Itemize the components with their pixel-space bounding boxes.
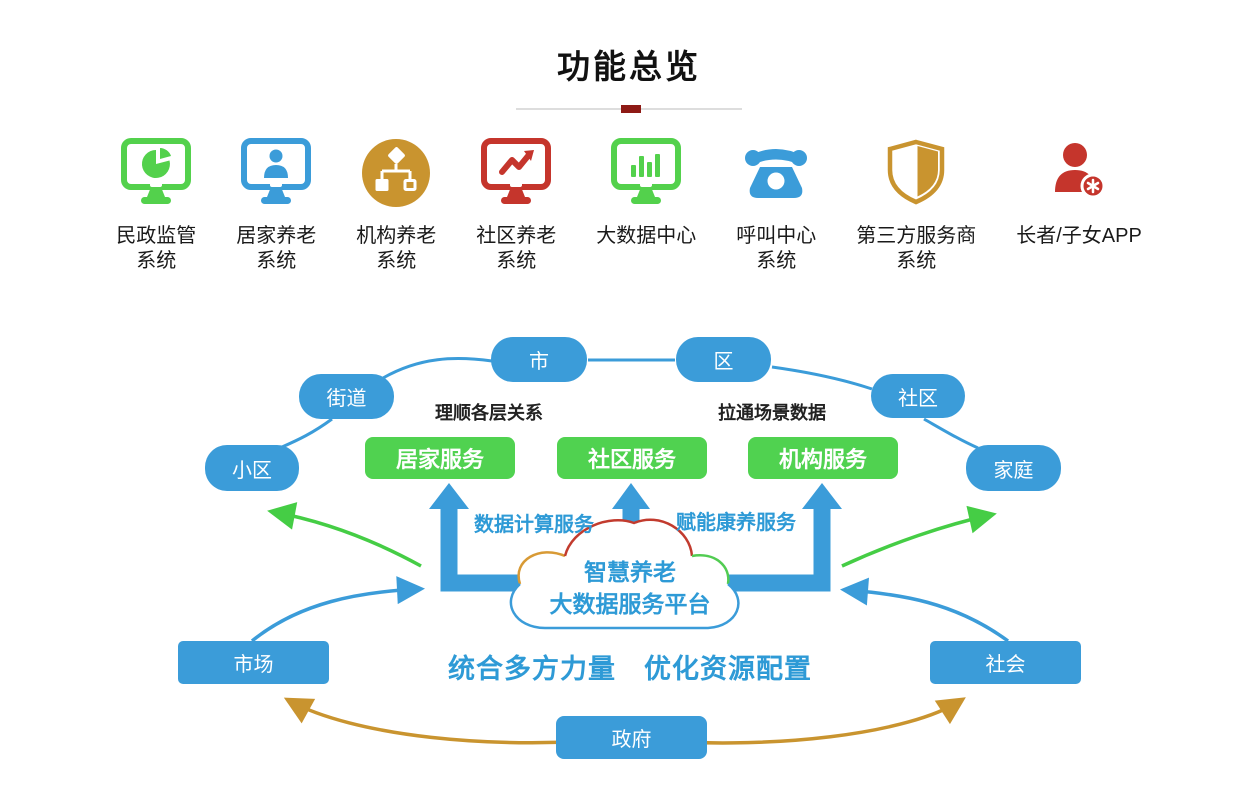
service-home: 居家服务 — [365, 437, 515, 479]
system-label: 民政监管 系统 — [116, 225, 197, 272]
arrow-platform-to-institution-service — [702, 483, 842, 592]
connector-street-block — [281, 417, 333, 449]
node-street-label: 街道 — [326, 388, 367, 410]
system-item-elder-app: 长者/子女APP — [1016, 136, 1142, 249]
node-market: 市场 — [178, 641, 329, 684]
monitor-bars-icon — [608, 136, 684, 212]
system-item-third-party: 第三方服务商 系统 — [856, 136, 976, 274]
system-label: 机构养老 系统 — [356, 225, 437, 272]
title-divider — [516, 105, 742, 113]
monitor-pie-icon — [118, 136, 194, 212]
system-label: 第三方服务商 系统 — [856, 225, 977, 272]
monitor-trend-icon — [478, 136, 554, 212]
system-item-big-data-center: 大数据中心 — [596, 136, 696, 249]
node-market-label: 市场 — [233, 654, 274, 676]
cloud-arc-green — [691, 554, 730, 585]
system-item-call-center: 呼叫中心 系统 — [736, 136, 816, 274]
cloud-title-line2: 大数据服务平台 — [549, 591, 711, 617]
cloud-arc-red — [563, 518, 694, 557]
node-government-label: 政府 — [611, 729, 652, 751]
node-block: 小区 — [205, 445, 299, 491]
telephone-icon — [738, 136, 814, 212]
node-city: 市 — [491, 337, 587, 382]
node-street: 街道 — [299, 374, 394, 419]
system-item-civil-supervision: 民政监管 系统 — [116, 136, 196, 274]
node-community-label: 社区 — [898, 387, 938, 410]
note-right: 拉通场景数据 — [718, 403, 826, 423]
system-item-community-care: 社区养老 系统 — [476, 136, 556, 274]
node-community: 社区 — [871, 374, 965, 418]
shield-icon — [878, 136, 954, 212]
system-label: 大数据中心 — [596, 225, 697, 247]
system-label: 呼叫中心 系统 — [736, 225, 817, 272]
system-label: 居家养老 系统 — [236, 225, 317, 272]
service-community: 社区服务 — [557, 437, 707, 479]
service-home-label: 居家服务 — [395, 447, 484, 472]
service-community-label: 社区服务 — [587, 447, 676, 472]
connector-community-family — [923, 417, 979, 450]
node-block-label: 小区 — [232, 459, 272, 482]
system-item-home-care: 居家养老 系统 — [236, 136, 316, 274]
node-city-label: 市 — [529, 351, 549, 373]
system-label: 长者/子女APP — [1016, 225, 1142, 247]
person-badge-icon — [1041, 136, 1117, 212]
system-icon-row: 民政监管 系统 居家养老 系统 — [0, 136, 1258, 274]
connector-district-community — [771, 365, 873, 391]
slogan-text: 统合多方力量 优化资源配置 — [448, 654, 812, 684]
cloud-fill — [510, 519, 739, 628]
arrow-to-family — [841, 505, 997, 568]
node-society: 社会 — [930, 641, 1081, 684]
title-divider-accent — [621, 105, 641, 113]
note-health-enabling: 赋能康养服务 — [676, 512, 796, 534]
note-data-computing: 数据计算服务 — [474, 514, 594, 536]
arrow-society-to-platform — [840, 577, 1010, 643]
system-label: 社区养老 系统 — [476, 225, 557, 272]
node-family-label: 家庭 — [993, 459, 1034, 482]
arrow-to-block — [267, 502, 422, 568]
service-institution-label: 机构服务 — [778, 447, 867, 472]
node-family: 家庭 — [966, 445, 1061, 491]
cloud-arc-blue — [509, 583, 740, 630]
connector-street-city — [382, 357, 493, 380]
cloud-arc-orange — [517, 551, 566, 585]
service-institution: 机构服务 — [748, 437, 898, 479]
cloud-title-line1: 智慧养老 — [584, 559, 676, 585]
node-district: 区 — [676, 337, 771, 382]
node-district-label: 区 — [713, 351, 734, 373]
arrow-market-to-platform — [250, 576, 425, 643]
page-title: 功能总览 — [557, 48, 701, 85]
note-left: 理顺各层关系 — [435, 403, 543, 423]
monitor-person-icon — [238, 136, 314, 212]
node-society-label: 社会 — [985, 654, 1026, 676]
system-item-institution-care: 机构养老 系统 — [356, 136, 436, 274]
org-chart-icon — [358, 136, 434, 212]
node-government: 政府 — [556, 716, 707, 759]
cloud-platform-title: 智慧养老 大数据服务平台 — [515, 556, 745, 620]
